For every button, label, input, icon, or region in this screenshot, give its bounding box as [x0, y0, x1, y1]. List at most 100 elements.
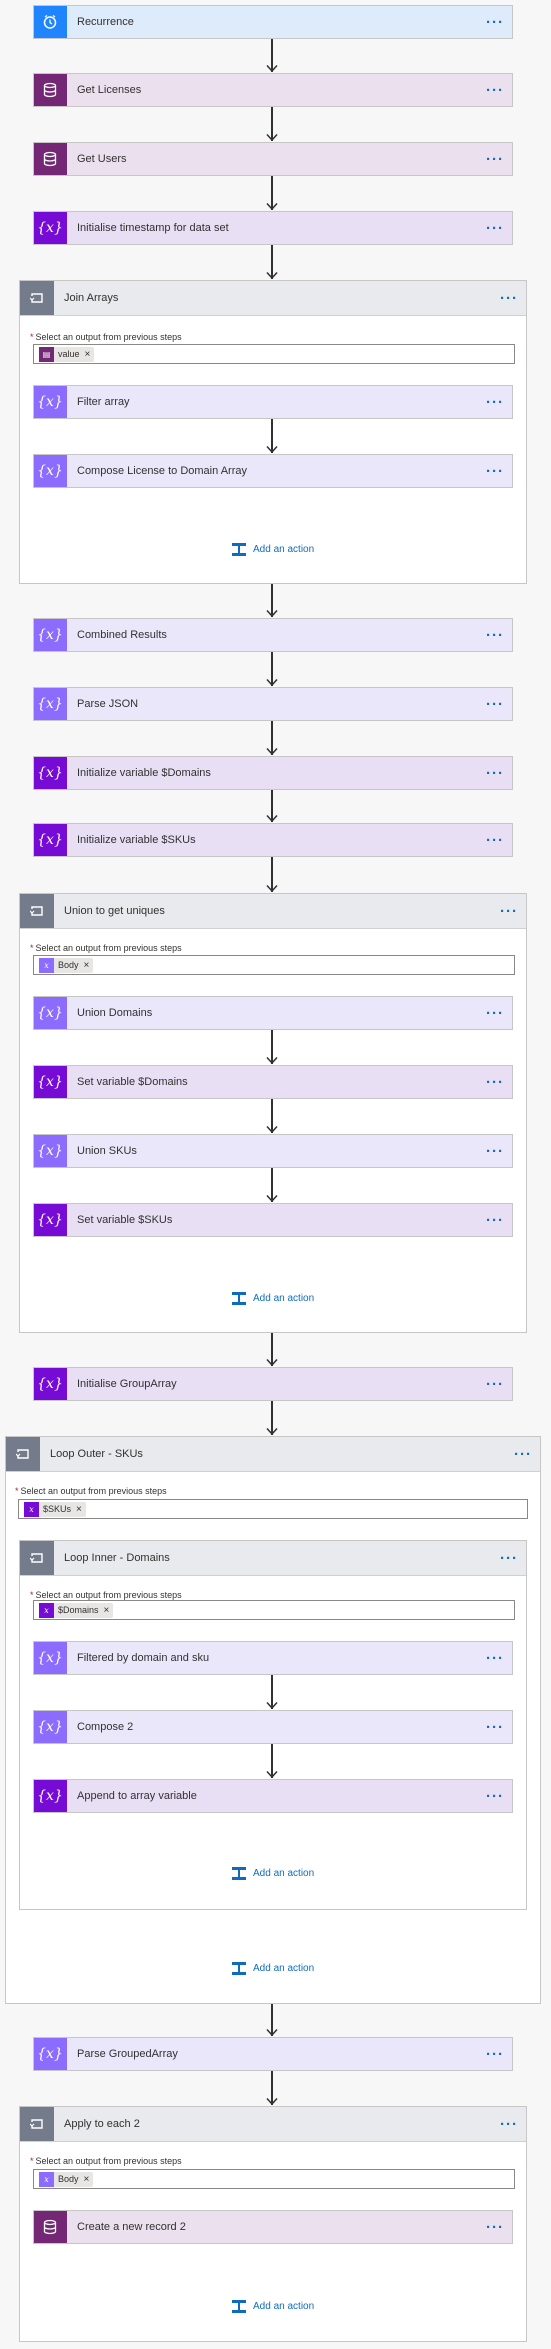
apply-each2-header[interactable]: Apply to each 2 ···: [20, 2107, 526, 2142]
compose-x-icon: {x}: [34, 1642, 67, 1674]
more-options-button[interactable]: ···: [486, 150, 504, 168]
get-licenses-card[interactable]: Get Licenses ···: [33, 73, 513, 107]
add-action-button[interactable]: Add an action: [232, 1867, 314, 1880]
loop-inner-title: Loop Inner - Domains: [64, 1552, 170, 1564]
init-timestamp-card[interactable]: {x} Initialise timestamp for data set ··…: [33, 211, 513, 245]
loop-icon: [20, 1541, 54, 1575]
more-options-button[interactable]: ···: [486, 1718, 504, 1736]
more-options-button[interactable]: ···: [486, 1073, 504, 1091]
more-options-button[interactable]: ···: [486, 13, 504, 31]
add-action-label: Add an action: [253, 2301, 315, 2312]
remove-token-icon[interactable]: ×: [83, 959, 90, 971]
add-action-button[interactable]: Add an action: [232, 1292, 314, 1305]
recurrence-card[interactable]: Recurrence ···: [33, 5, 513, 39]
database-icon: [34, 143, 67, 175]
remove-token-icon[interactable]: ×: [84, 348, 91, 360]
compose-x-icon: {x}: [34, 386, 67, 418]
combined-results-card[interactable]: {x} Combined Results ···: [33, 618, 513, 652]
more-options-button[interactable]: ···: [486, 1375, 504, 1393]
more-options-button[interactable]: ···: [486, 1649, 504, 1667]
more-options-button[interactable]: ···: [486, 462, 504, 480]
select-output-label: *Select an output from previous steps: [30, 332, 182, 342]
select-output-field[interactable]: x Body ×: [33, 955, 515, 975]
compose2-title: Compose 2: [77, 1721, 134, 1733]
more-options-button[interactable]: ···: [486, 1787, 504, 1805]
more-options-button[interactable]: ···: [486, 831, 504, 849]
parse-json-title: Parse JSON: [77, 698, 139, 710]
add-action-label: Add an action: [253, 1293, 315, 1304]
compose-license-title: Compose License to Domain Array: [77, 465, 247, 477]
output-token[interactable]: ▤ value ×: [39, 346, 95, 362]
loop-outer-header[interactable]: Loop Outer - SKUs ···: [6, 1437, 540, 1472]
add-action-button[interactable]: Add an action: [232, 543, 314, 556]
init-group-array-card[interactable]: {x} Initialise GroupArray ···: [33, 1367, 513, 1401]
more-options-button[interactable]: ···: [486, 2218, 504, 2236]
more-options-button[interactable]: ···: [500, 902, 518, 920]
more-options-button[interactable]: ···: [486, 219, 504, 237]
more-options-button[interactable]: ···: [486, 764, 504, 782]
loop-outer-title: Loop Outer - SKUs: [50, 1448, 143, 1460]
select-output-field[interactable]: x Body ×: [33, 2169, 515, 2189]
connector-arrow: [266, 1333, 278, 1367]
remove-token-icon[interactable]: ×: [83, 2173, 90, 2185]
more-options-button[interactable]: ···: [486, 1211, 504, 1229]
filter-array-title: Filter array: [77, 396, 130, 408]
union-uniques-header[interactable]: Union to get uniques ···: [20, 894, 526, 929]
append-card[interactable]: {x} Append to array variable ···: [33, 1779, 513, 1813]
more-options-button[interactable]: ···: [486, 1142, 504, 1160]
init-domains-card[interactable]: {x} Initialize variable $Domains ···: [33, 756, 513, 790]
output-token[interactable]: x $Domains ×: [39, 1602, 114, 1618]
output-token[interactable]: x $SKUs ×: [24, 1501, 86, 1517]
more-options-button[interactable]: ···: [486, 626, 504, 644]
select-output-field[interactable]: x $SKUs ×: [18, 1499, 528, 1519]
more-options-button[interactable]: ···: [486, 695, 504, 713]
more-options-button[interactable]: ···: [500, 289, 518, 307]
compose-x-icon: {x}: [34, 997, 67, 1029]
variable-x-icon: {x}: [34, 757, 67, 789]
union-uniques-title: Union to get uniques: [64, 905, 165, 917]
join-arrays-header[interactable]: Join Arrays ···: [20, 281, 526, 316]
select-output-label: *Select an output from previous steps: [30, 943, 182, 953]
connector-arrow: [266, 1099, 278, 1134]
more-options-button[interactable]: ···: [486, 393, 504, 411]
compose2-card[interactable]: {x} Compose 2 ···: [33, 1710, 513, 1744]
remove-token-icon[interactable]: ×: [103, 1604, 110, 1616]
add-action-button[interactable]: Add an action: [232, 2300, 314, 2313]
add-action-button[interactable]: Add an action: [232, 1962, 314, 1975]
filter-array-card[interactable]: {x} Filter array ···: [33, 385, 513, 419]
add-action-label: Add an action: [253, 1963, 315, 1974]
more-options-button[interactable]: ···: [500, 2115, 518, 2133]
more-options-button[interactable]: ···: [486, 1004, 504, 1022]
create-record-card[interactable]: Create a new record 2 ···: [33, 2210, 513, 2244]
more-options-button[interactable]: ···: [500, 1549, 518, 1567]
more-options-button[interactable]: ···: [486, 2045, 504, 2063]
remove-token-icon[interactable]: ×: [76, 1503, 82, 1515]
compose-license-card[interactable]: {x} Compose License to Domain Array ···: [33, 454, 513, 488]
connector-arrow: [266, 107, 278, 142]
parse-json-card[interactable]: {x} Parse JSON ···: [33, 687, 513, 721]
variable-x-icon: {x}: [34, 1066, 67, 1098]
more-options-button[interactable]: ···: [486, 81, 504, 99]
connector-arrow: [266, 1401, 278, 1436]
parse-grouped-title: Parse GroupedArray: [77, 2048, 178, 2060]
select-output-field[interactable]: ▤ value ×: [33, 344, 515, 364]
init-timestamp-title: Initialise timestamp for data set: [77, 222, 229, 234]
union-skus-card[interactable]: {x} Union SKUs ···: [33, 1134, 513, 1168]
parse-grouped-card[interactable]: {x} Parse GroupedArray ···: [33, 2037, 513, 2071]
set-skus-card[interactable]: {x} Set variable $SKUs ···: [33, 1203, 513, 1237]
connector-arrow: [266, 245, 278, 280]
compose-x-icon: {x}: [34, 1135, 67, 1167]
get-users-card[interactable]: Get Users ···: [33, 142, 513, 176]
union-domains-card[interactable]: {x} Union Domains ···: [33, 996, 513, 1030]
set-domains-card[interactable]: {x} Set variable $Domains ···: [33, 1065, 513, 1099]
output-token[interactable]: x Body ×: [39, 2171, 94, 2187]
more-options-button[interactable]: ···: [514, 1445, 532, 1463]
variable-x-icon: {x}: [34, 1204, 67, 1236]
filtered-card[interactable]: {x} Filtered by domain and sku ···: [33, 1641, 513, 1675]
init-skus-card[interactable]: {x} Initialize variable $SKUs ···: [33, 823, 513, 857]
select-output-label: *Select an output from previous steps: [15, 1486, 167, 1496]
output-token[interactable]: x Body ×: [39, 957, 94, 973]
select-output-field[interactable]: x $Domains ×: [33, 1600, 515, 1620]
loop-inner-header[interactable]: Loop Inner - Domains ···: [20, 1541, 526, 1576]
variable-x-icon: x: [24, 1501, 39, 1517]
